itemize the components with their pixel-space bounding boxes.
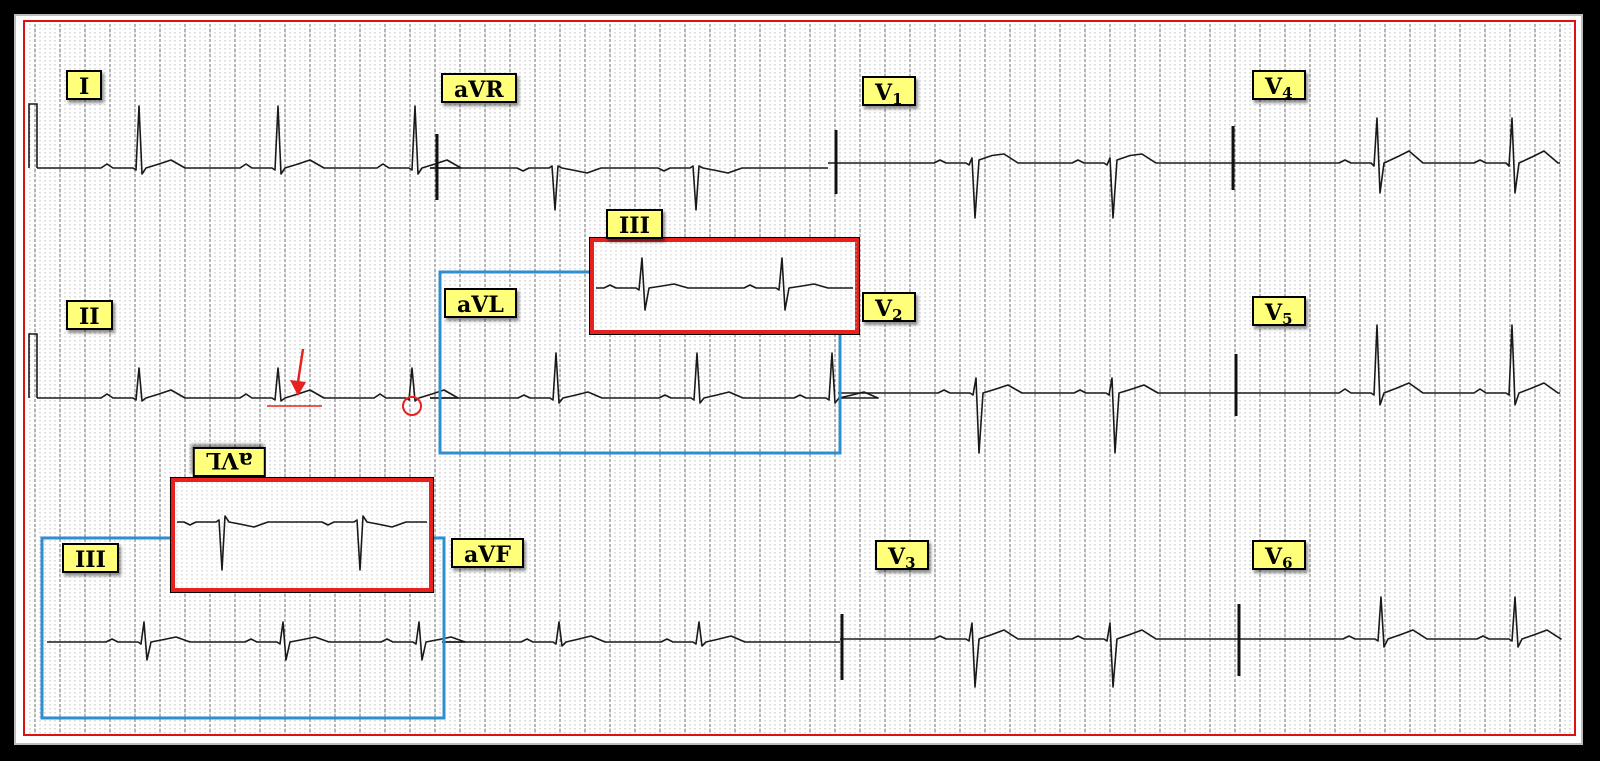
lead-label-V1-sub: 1 (892, 90, 903, 108)
trace-lead-aVL (430, 352, 879, 404)
calibration-row2 (28, 333, 38, 398)
lead-label-V2: V2 (862, 292, 916, 324)
lead-label-V3: V3 (875, 540, 929, 572)
red-inset-III-trace (596, 257, 853, 311)
lead-label-V6: V6 (1252, 540, 1306, 572)
trace-lead-V5 (1230, 324, 1560, 406)
trace-lead-V4 (1230, 117, 1560, 194)
trace-lead-I (37, 105, 462, 175)
lead-label-aVL: aVL (444, 288, 517, 318)
lead-label-III: III (62, 543, 119, 573)
lead-label-V6-sub: 6 (1282, 554, 1293, 572)
arrow-shaft (296, 348, 305, 383)
lead-label-V3-main: V (888, 544, 906, 570)
trace-lead-V2 (838, 377, 1230, 454)
lead-label-V6-main: V (1265, 544, 1283, 570)
grid-fine (29, 24, 1571, 734)
circle-marker (402, 396, 422, 416)
lead-label-V4: V4 (1252, 70, 1306, 102)
lead-label-II: II (66, 300, 113, 330)
outer-red-border (23, 20, 1576, 736)
lead-label-V3-sub: 3 (905, 554, 916, 572)
trace-lead-II (37, 367, 459, 402)
lead-label-V1-main: V (875, 80, 893, 106)
trace-lead-V3 (840, 622, 1236, 688)
inset-label-III: III (606, 209, 663, 239)
lead-label-V4-sub: 4 (1282, 84, 1293, 102)
lead-label-V2-main: V (875, 296, 893, 322)
arrow-head (290, 380, 306, 396)
lead-label-V5-sub: 5 (1282, 310, 1293, 328)
grid-major (34, 24, 1561, 734)
calibration-row1 (28, 103, 38, 168)
trace-lead-V6 (1236, 596, 1562, 648)
lead-label-V5-main: V (1265, 300, 1283, 326)
lead-label-aVR: aVR (441, 73, 517, 103)
lead-label-V1: V1 (862, 76, 916, 108)
ecg-frame (14, 14, 1583, 745)
lead-label-V2-sub: 2 (892, 306, 903, 324)
trace-lead-aVF (442, 621, 840, 647)
red-inset-aVL-inverted-trace (177, 515, 427, 571)
lead-label-I: I (66, 70, 103, 100)
trace-lead-V1 (828, 153, 1230, 219)
lead-label-V4-main: V (1265, 74, 1283, 100)
red-inset-III (590, 238, 859, 334)
inset-label-aVL-inverted: aVL (193, 447, 266, 477)
trace-lead-III (47, 621, 466, 661)
trace-lead-aVR (430, 165, 828, 211)
red-inset-aVL-inverted-grid (176, 482, 428, 588)
lead-label-V5: V5 (1252, 296, 1306, 328)
lead-label-aVF: aVF (451, 538, 524, 568)
